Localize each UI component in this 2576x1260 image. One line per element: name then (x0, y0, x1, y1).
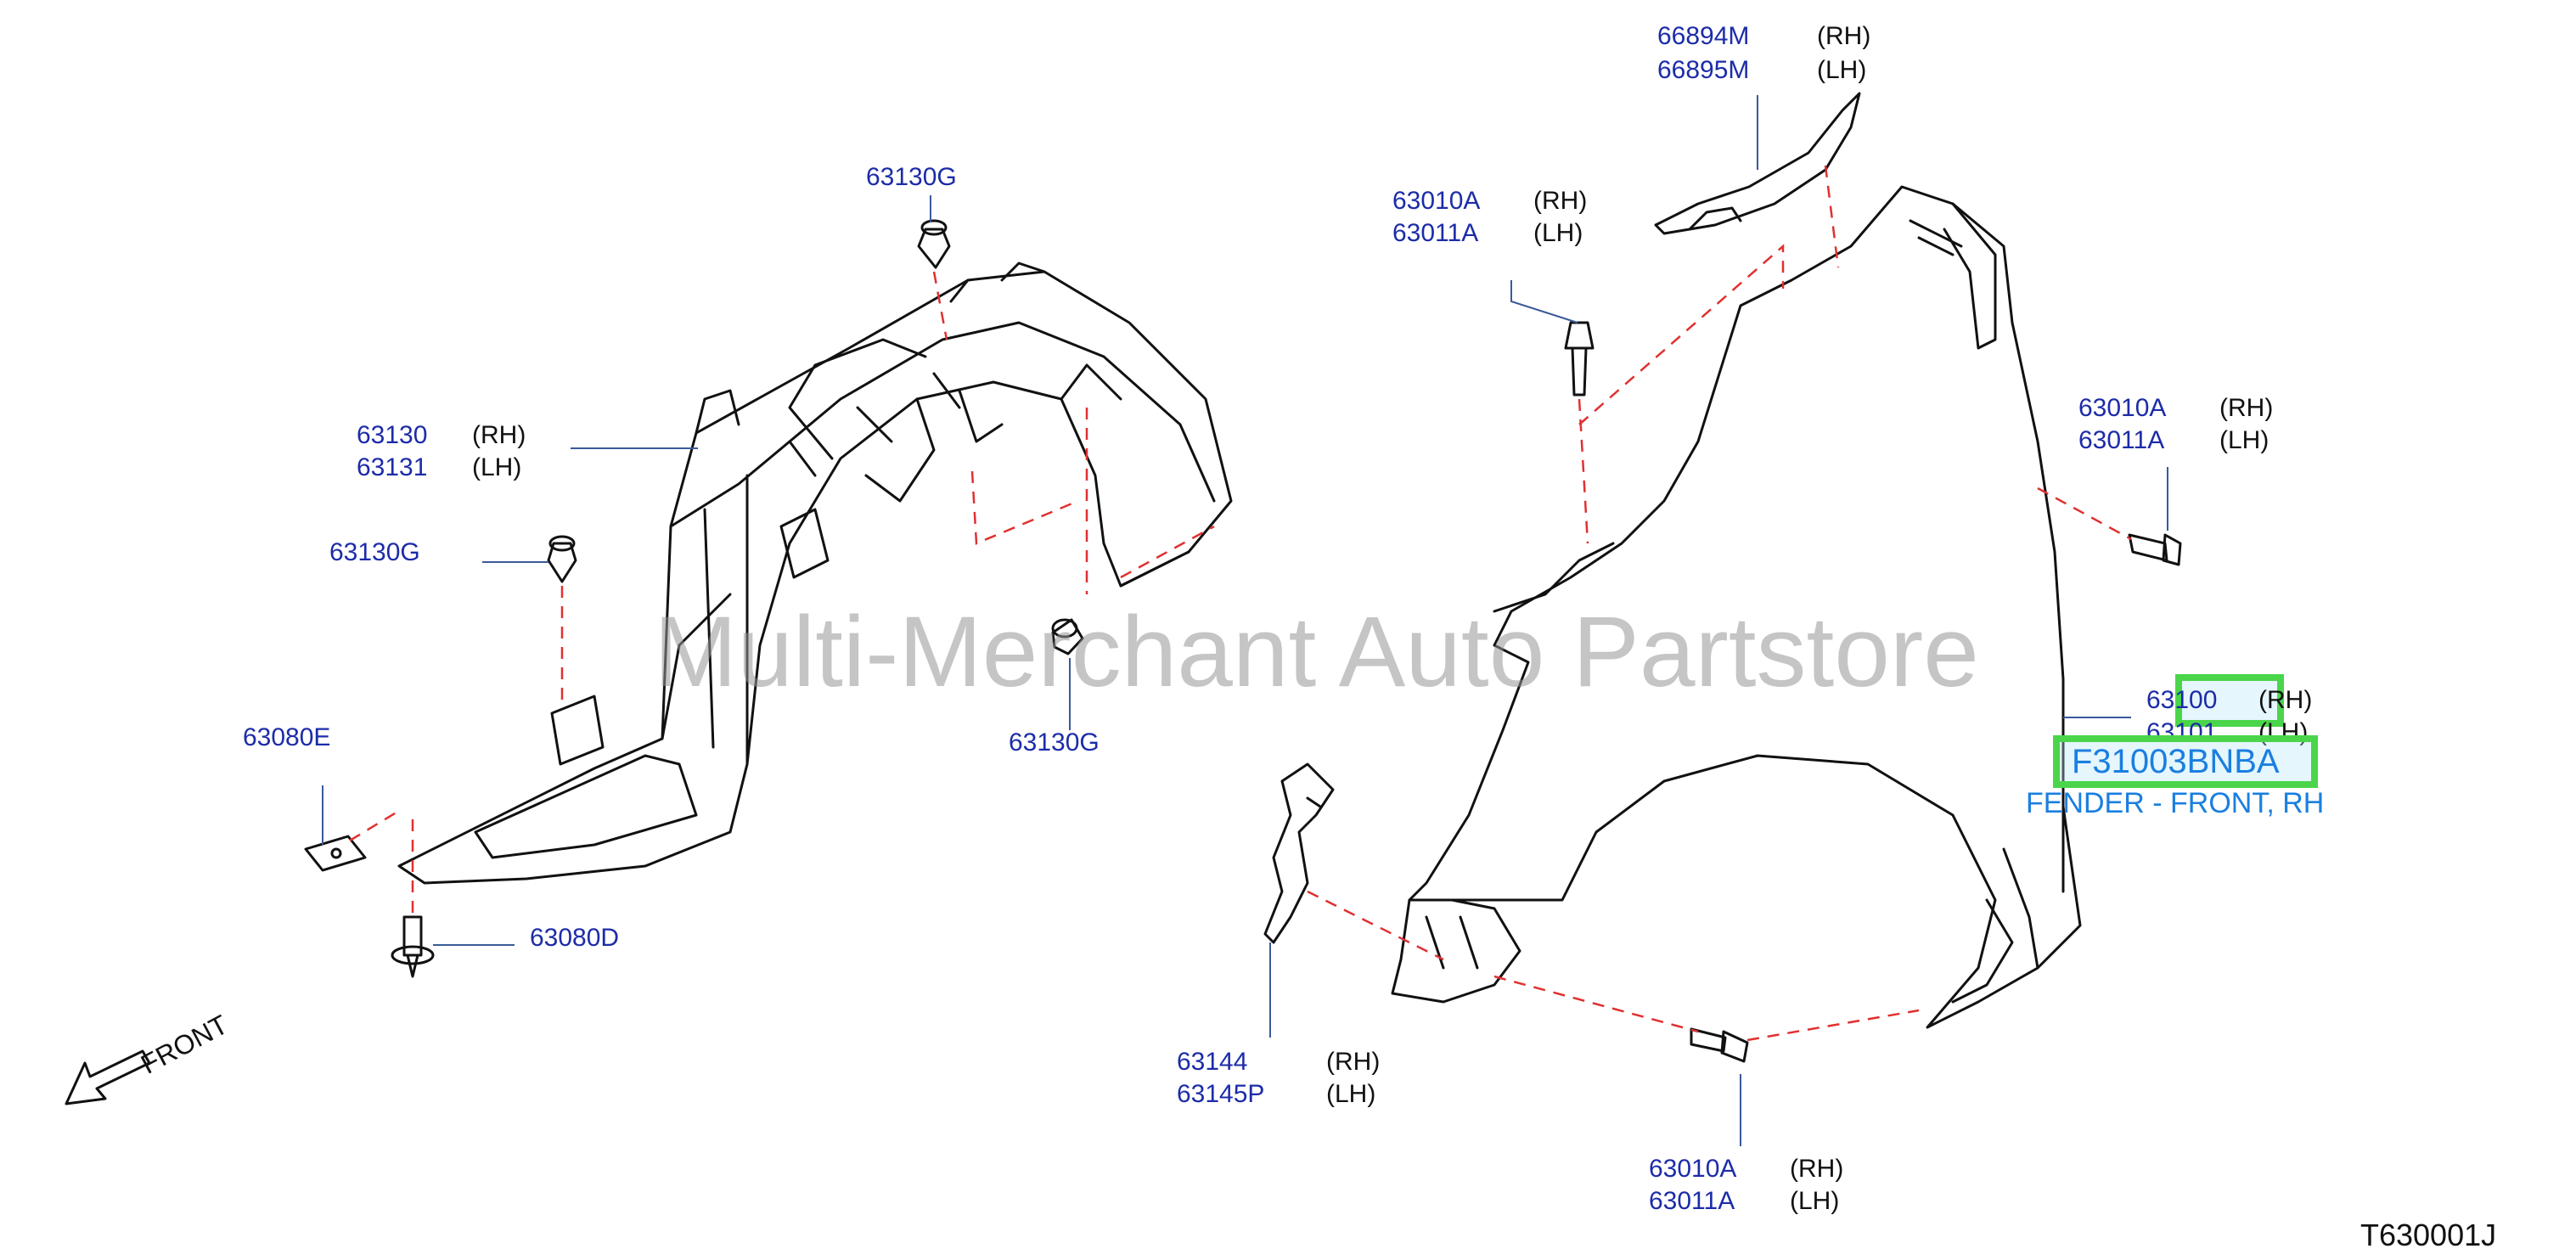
side-66894m: (RH) (1817, 22, 1871, 50)
part-number-63144[interactable]: 63144 (1177, 1048, 1248, 1076)
part-number-63011a-a[interactable]: 63011A (1392, 219, 1479, 247)
side-63145p: (LH) (1326, 1080, 1376, 1108)
leader-lines (322, 95, 2168, 1146)
part-number-63080e[interactable]: 63080E (243, 723, 331, 751)
clip-63130g-top (917, 219, 951, 269)
fender-bracket (1263, 762, 1335, 944)
side-66895m: (LH) (1817, 56, 1867, 84)
bolt-63010a-right (2128, 533, 2182, 566)
side-63011a-b: (LH) (2219, 426, 2269, 454)
part-number-63130g-left[interactable]: 63130G (329, 538, 420, 566)
front-arrow-icon (65, 1049, 151, 1105)
part-number-63010a-c[interactable]: 63010A (1649, 1155, 1737, 1183)
clip-63130g-left (547, 535, 577, 583)
side-63144: (RH) (1326, 1048, 1381, 1076)
side-63100: (RH) (2258, 686, 2313, 714)
part-number-63011a-c[interactable]: 63011A (1649, 1187, 1735, 1215)
fender-moulding (1654, 92, 1861, 235)
clip-63130g-mid (1051, 618, 1084, 655)
install-lines (349, 165, 2132, 1042)
highlighted-part-number[interactable]: F31003BNBA (2072, 743, 2280, 780)
part-number-63010a-a[interactable]: 63010A (1392, 187, 1481, 215)
side-63011a-a: (LH) (1533, 219, 1583, 247)
clip-63080e (304, 835, 367, 872)
side-63011a-c: (LH) (1790, 1187, 1840, 1215)
diagram-reference: T630001J (2360, 1218, 2497, 1252)
part-number-63130[interactable]: 63130 (357, 421, 428, 449)
highlighted-part-description: FENDER - FRONT, RH (2026, 787, 2325, 819)
side-63131: (LH) (472, 453, 522, 481)
part-number-63080d[interactable]: 63080D (530, 924, 620, 952)
part-number-66894m[interactable]: 66894M (1657, 22, 1750, 50)
highlight-box-part-number (2053, 735, 2318, 788)
part-number-63130g-mid[interactable]: 63130G (1009, 728, 1100, 757)
part-number-63011a-b[interactable]: 63011A (2078, 426, 2165, 454)
bolt-63010a-bottom (1690, 1027, 1749, 1063)
screw-63080d (391, 915, 435, 978)
side-63010a-c: (RH) (1790, 1155, 1844, 1183)
part-number-63100[interactable]: 63100 (2146, 686, 2218, 714)
side-63130: (RH) (472, 421, 526, 449)
highlight-box-63100 (2175, 674, 2284, 727)
part-number-66895m[interactable]: 66895M (1657, 56, 1750, 84)
part-number-63131[interactable]: 63131 (357, 453, 428, 481)
wheelhouse-liner (397, 262, 1233, 885)
part-number-63010a-b[interactable]: 63010A (2078, 394, 2167, 422)
part-number-63145p[interactable]: 63145P (1177, 1080, 1265, 1108)
side-63010a-a: (RH) (1533, 187, 1588, 215)
front-fender (1391, 185, 2082, 1029)
side-63010a-b: (RH) (2219, 394, 2274, 422)
part-number-63130g-top[interactable]: 63130G (866, 163, 957, 191)
bolt-63010a-top (1564, 321, 1595, 397)
